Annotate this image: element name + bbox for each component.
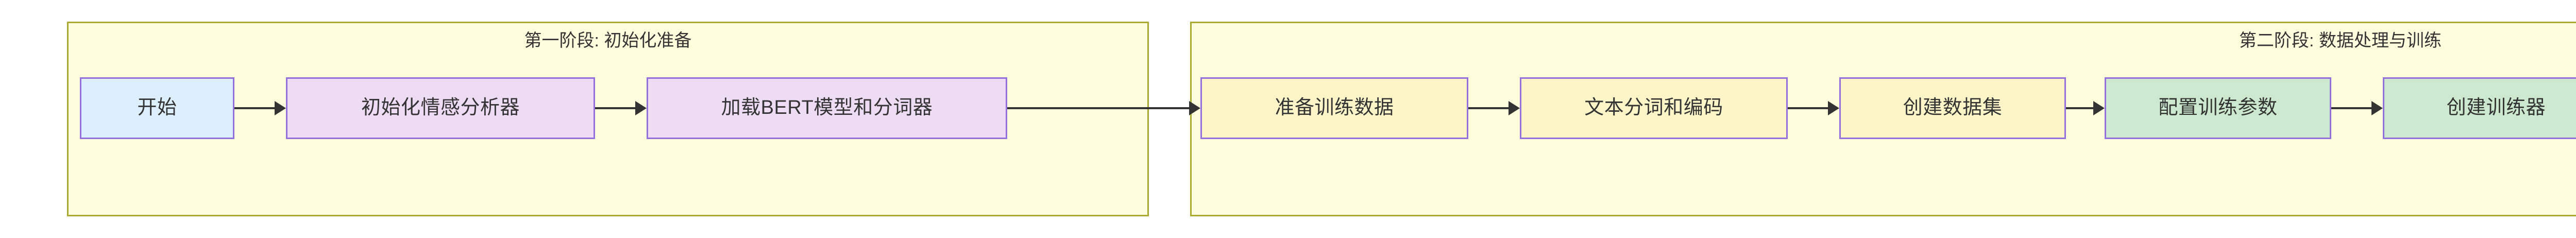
node-trainargs[interactable]: 配置训练参数 xyxy=(2105,77,2331,139)
cluster-phase2-title: 第二阶段: 数据处理与训练 xyxy=(2239,31,2442,50)
node-prepdata[interactable]: 准备训练数据 xyxy=(1200,77,1468,139)
edge-loadbert-prepdata-arrow xyxy=(1189,101,1200,115)
edge-start-initsa-arrow xyxy=(275,101,286,115)
node-loadbert[interactable]: 加载BERT模型和分词器 xyxy=(647,77,1007,139)
node-initsa-label: 初始化情感分析器 xyxy=(361,97,520,119)
edge-prepdata-tokenize xyxy=(1468,107,1509,109)
node-trainargs-label: 配置训练参数 xyxy=(2158,97,2278,119)
node-start-label: 开始 xyxy=(137,97,177,119)
node-tokenize-label: 文本分词和编码 xyxy=(1584,97,1723,119)
edge-dataset-trainargs-arrow xyxy=(2093,101,2105,115)
node-prepdata-label: 准备训练数据 xyxy=(1275,97,1394,119)
edge-start-initsa xyxy=(234,107,275,109)
node-start[interactable]: 开始 xyxy=(80,77,234,139)
edge-initsa-loadbert-arrow xyxy=(635,101,647,115)
node-loadbert-label: 加载BERT模型和分词器 xyxy=(721,97,933,119)
node-trainer[interactable]: 创建训练器 xyxy=(2383,77,2576,139)
node-initsa[interactable]: 初始化情感分析器 xyxy=(286,77,595,139)
edge-prepdata-tokenize-arrow xyxy=(1509,101,1520,115)
edge-trainargs-trainer xyxy=(2331,107,2371,109)
node-dataset-label: 创建数据集 xyxy=(1903,97,2003,119)
node-tokenize[interactable]: 文本分词和编码 xyxy=(1520,77,1788,139)
edge-tokenize-dataset xyxy=(1788,107,1828,109)
edge-dataset-trainargs xyxy=(2066,107,2093,109)
edge-trainargs-trainer-arrow xyxy=(2371,101,2383,115)
node-trainer-label: 创建训练器 xyxy=(2446,97,2546,119)
cluster-phase1-title: 第一阶段: 初始化准备 xyxy=(524,31,692,50)
edge-loadbert-prepdata xyxy=(1007,107,1189,109)
node-dataset[interactable]: 创建数据集 xyxy=(1839,77,2066,139)
edge-tokenize-dataset-arrow xyxy=(1828,101,1839,115)
edge-initsa-loadbert xyxy=(595,107,635,109)
